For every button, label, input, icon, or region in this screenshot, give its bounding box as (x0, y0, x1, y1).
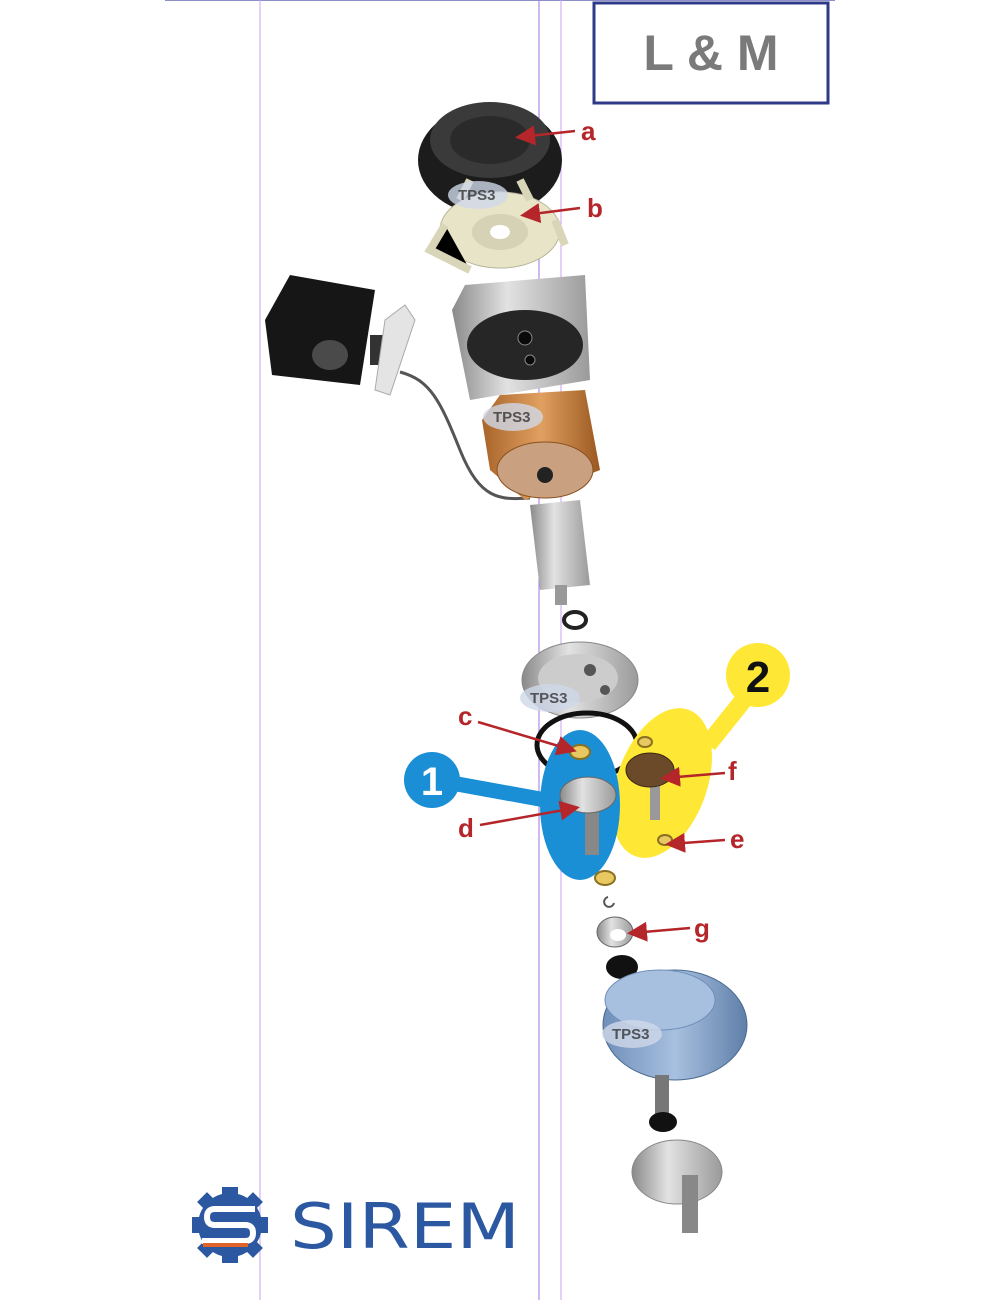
callout-2-number: 2 (746, 653, 770, 702)
bushing (594, 870, 616, 886)
svg-text:TPS3: TPS3 (458, 187, 496, 204)
stator-housing (452, 275, 590, 400)
label-d: d (458, 800, 580, 843)
svg-text:TPS3: TPS3 (493, 409, 531, 426)
part-g-pinion (596, 916, 634, 948)
label-g: g (627, 913, 710, 943)
logo-text: SIREM (290, 1190, 520, 1263)
gearbox-housing (602, 969, 748, 1132)
svg-text:TPS3: TPS3 (530, 690, 568, 707)
title-box (592, 1, 830, 105)
tps3-watermark: TPS3 (520, 684, 580, 712)
seal (606, 955, 638, 979)
part-e-bushing (657, 834, 673, 846)
label-f: f (660, 756, 737, 787)
terminal-box (265, 275, 531, 501)
svg-text:e: e (730, 824, 744, 854)
svg-text:c: c (458, 701, 472, 731)
title-box-text: L & M (643, 25, 778, 81)
sirem-logo: SIREM (192, 1187, 520, 1263)
label-b: b (520, 193, 603, 224)
label-c: c (458, 701, 577, 756)
label-a: a (515, 116, 596, 146)
output-flange (631, 1139, 723, 1233)
svg-text:b: b (587, 193, 603, 223)
svg-text:f: f (728, 756, 737, 786)
tps3-watermark: TPS3 (448, 181, 508, 209)
svg-text:a: a (581, 116, 596, 146)
tps3-watermark: TPS3 (483, 403, 543, 431)
svg-text:d: d (458, 813, 474, 843)
tps3-watermark: TPS3 (602, 1020, 662, 1048)
circlip (603, 896, 615, 908)
svg-text:TPS3: TPS3 (612, 1026, 650, 1043)
part-c-bushing (569, 744, 591, 760)
svg-text:g: g (694, 913, 710, 943)
armature (530, 500, 590, 630)
callout-1-number: 1 (421, 760, 443, 804)
label-e: e (665, 824, 744, 854)
